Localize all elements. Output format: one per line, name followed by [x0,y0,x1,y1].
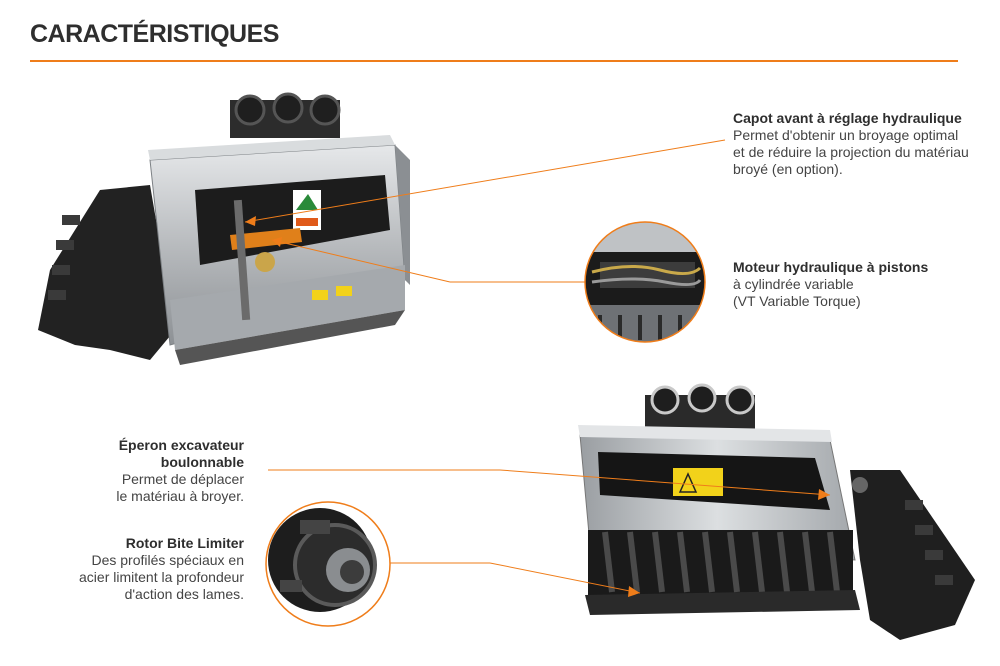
feature-moteur-line: (VT Variable Torque) [733,293,861,309]
leader-eperon [499,469,831,496]
feature-rotor-line: d'action des lames. [124,586,244,602]
spur-left [38,185,175,360]
page-title: CARACTÉRISTIQUES [30,20,279,48]
leader-rotor [489,562,641,594]
leader-motor [271,239,451,283]
feature-eperon-line: Permet de déplacer [121,471,244,487]
spur-right [850,470,975,640]
feature-moteur: Moteur hydraulique à pistons à cylindrée… [733,259,993,310]
feature-capot: Capot avant à réglage hydraulique Permet… [733,110,998,178]
feature-eperon: Éperon excavateur boulonnable Permet de … [40,437,244,505]
leader-capot [244,139,726,223]
title-underline [30,60,958,62]
feature-eperon-title: Éperon excavateur [118,437,244,453]
feature-rotor-line: acier limitent la profondeur [79,569,244,585]
callout-rotor-detail [265,501,391,627]
feature-rotor-title: Rotor Bite Limiter [125,535,244,551]
feature-moteur-line: à cylindrée variable [733,276,854,292]
leader-lines [244,139,831,594]
leader-arrowheads [245,216,830,597]
feature-moteur-title: Moteur hydraulique à pistons [733,259,929,275]
mulcher-bottom-view [578,383,975,640]
feature-eperon-line: le matériau à broyer. [116,488,244,504]
feature-capot-title: Capot avant à réglage hydraulique [733,110,962,126]
feature-rotor: Rotor Bite Limiter Des profilés spéciaux… [40,535,244,603]
callout-motor-detail [584,221,706,343]
feature-eperon-title: boulonnable [160,454,244,470]
feature-capot-line: et de réduire la projection du matériau [733,144,969,160]
feature-rotor-line: Des profilés spéciaux en [91,552,244,568]
feature-capot-line: broyé (en option). [733,161,843,177]
feature-capot-line: Permet d'obtenir un broyage optimal [733,127,959,143]
mulcher-top-view [38,92,410,365]
